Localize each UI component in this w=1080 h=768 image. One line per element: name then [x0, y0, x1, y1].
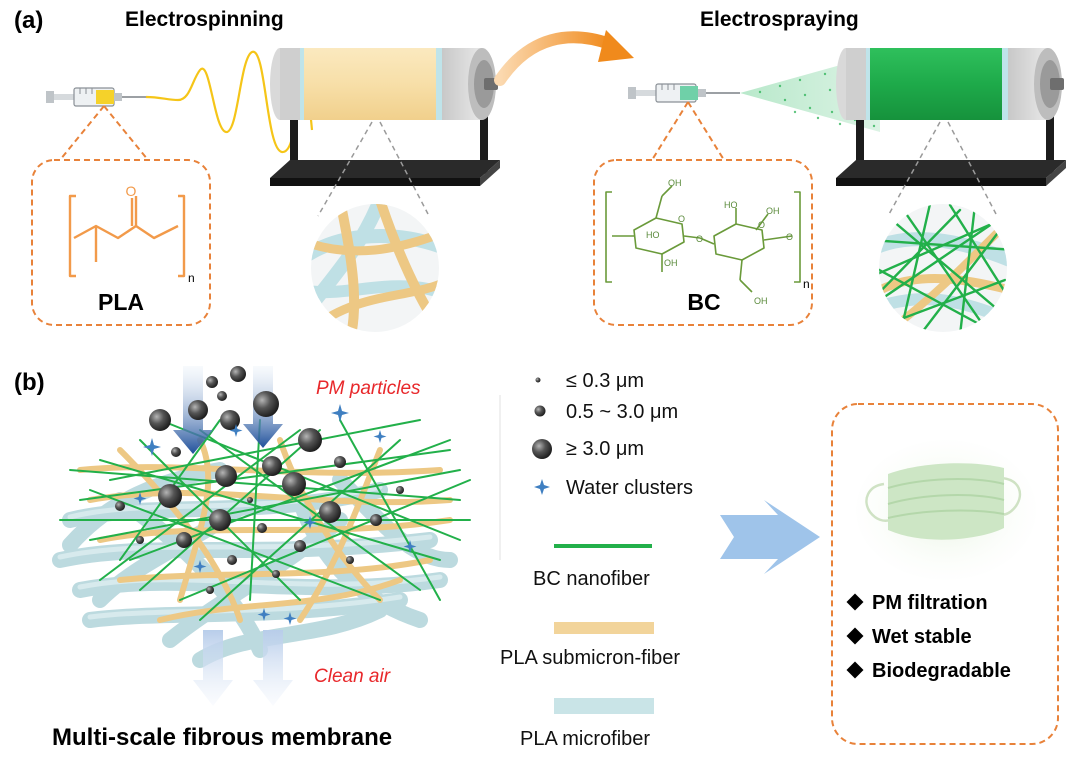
- feature-bullet-3: [846, 661, 864, 679]
- feature-bullet-2: [846, 627, 864, 645]
- pla-label: PLA: [98, 289, 144, 315]
- feature-wet-stable: Wet stable: [872, 626, 972, 648]
- legend-small-label: ≤ 0.3 μm: [566, 370, 644, 392]
- bc-atom-oh-4: OH: [754, 296, 768, 306]
- legend-large-particle-icon: [532, 439, 552, 459]
- electrospraying-title: Electrospraying: [700, 8, 859, 31]
- bc-atom-o-2: O: [696, 234, 703, 244]
- bc-atom-oh-1: OH: [668, 178, 682, 188]
- legend-bc-label: BC nanofiber: [533, 568, 650, 590]
- pla-subscript: n: [188, 271, 195, 285]
- face-mask-icon: [856, 440, 1036, 580]
- bc-subscript: n: [803, 277, 810, 291]
- process-arrow-icon: [494, 30, 634, 86]
- bc-label: BC: [687, 289, 720, 315]
- bc-atom-o-4: O: [786, 232, 793, 242]
- result-arrow-icon: [720, 500, 820, 574]
- feature-biodegradable: Biodegradable: [872, 660, 1011, 682]
- legend-pla-submicron-swatch: [554, 622, 654, 634]
- electrospinning-title: Electrospinning: [125, 8, 284, 31]
- legend-large-label: ≥ 3.0 μm: [566, 438, 644, 460]
- pla-oxygen-atom: O: [126, 183, 137, 199]
- collector-drum-right: [836, 48, 1066, 186]
- bc-atom-oh-2: OH: [664, 258, 678, 268]
- pla-structure-box: O n PLA: [31, 105, 211, 326]
- panel-a-label: (a): [14, 7, 43, 34]
- fibrous-membrane: [52, 419, 471, 668]
- feature-pm-filtration: PM filtration: [872, 592, 988, 614]
- syringe-left-icon: [46, 87, 146, 107]
- bc-atom-oh-3: OH: [766, 206, 780, 216]
- collector-drum-left: [270, 48, 500, 186]
- legend: ≤ 0.3 μm 0.5 ~ 3.0 μm ≥ 3.0 μm Water clu…: [500, 370, 693, 750]
- bc-atom-o-1: O: [678, 214, 685, 224]
- legend-water-label: Water clusters: [566, 477, 693, 499]
- legend-medium-label: 0.5 ~ 3.0 μm: [566, 401, 678, 423]
- pm-particles: [115, 366, 404, 594]
- panel-b-label: (b): [14, 369, 45, 396]
- legend-pla-micro-swatch: [554, 698, 654, 714]
- bc-fiber-closeup: [879, 204, 1007, 332]
- legend-water-icon: [534, 479, 550, 495]
- syringe-right-icon: [628, 83, 740, 103]
- bc-atom-ho-2: HO: [724, 200, 738, 210]
- water-clusters: [133, 404, 417, 625]
- pm-particles-label: PM particles: [316, 378, 421, 399]
- mask-feature-box: PM filtration Wet stable Biodegradable: [831, 403, 1059, 745]
- bc-atom-o-3: O: [758, 220, 765, 230]
- bc-structure-box: OH OH OH OH HO HO O O O O n BC: [593, 101, 813, 326]
- bc-atom-ho-1: HO: [646, 230, 660, 240]
- legend-medium-particle-icon: [534, 405, 546, 417]
- legend-pla-micro-label: PLA microfiber: [520, 728, 650, 750]
- legend-small-particle-icon: [535, 377, 541, 383]
- clean-air-label: Clean air: [314, 666, 391, 687]
- feature-bullet-1: [846, 593, 864, 611]
- pla-fiber-closeup: [311, 204, 439, 332]
- membrane-title: Multi-scale fibrous membrane: [52, 724, 392, 751]
- legend-pla-submicron-label: PLA submicron-fiber: [500, 647, 680, 669]
- clean-air-arrow-1: [193, 630, 233, 706]
- clean-air-arrow-2: [253, 630, 293, 706]
